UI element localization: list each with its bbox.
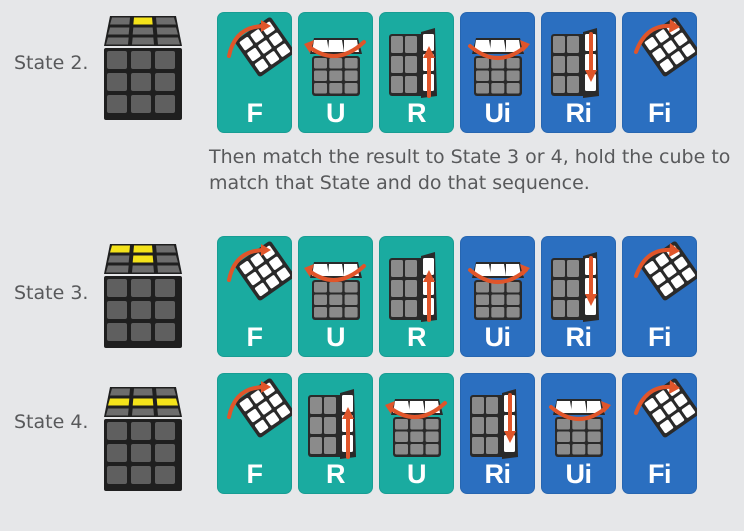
move-card-fi: Fi: [622, 373, 697, 494]
move-card-f: F: [217, 12, 292, 133]
move-card-ui: Ui: [460, 236, 535, 357]
move-card-ui: Ui: [460, 12, 535, 133]
state-3-label: State 3.: [14, 282, 89, 304]
move-label: U: [407, 459, 427, 489]
move-label: Ri: [565, 322, 593, 352]
move-card-ui: Ui: [541, 373, 616, 494]
move-label: Fi: [648, 322, 672, 352]
state-2-cube-icon: [96, 12, 192, 128]
instruction-note: Then match the result to State 3 or 4, h…: [209, 146, 731, 194]
state-3-moves: F U R Ui Ri Fi: [217, 236, 697, 357]
move-card-fi: Fi: [622, 12, 697, 133]
move-card-r: R: [298, 373, 373, 494]
move-card-u: U: [298, 12, 373, 133]
state-3-cube-icon: [96, 240, 192, 356]
move-label: Ui: [484, 98, 512, 128]
move-label: U: [326, 322, 346, 352]
move-card-ri: Ri: [541, 12, 616, 133]
move-label: Ri: [565, 98, 593, 128]
move-label: F: [246, 98, 264, 128]
move-card-ri: Ri: [460, 373, 535, 494]
move-card-f: F: [217, 373, 292, 494]
move-card-fi: Fi: [622, 236, 697, 357]
state-4-moves: F R U Ri Ui Fi: [217, 373, 697, 494]
move-label: Ui: [565, 459, 593, 489]
move-label: Ui: [484, 322, 512, 352]
move-label: F: [246, 322, 264, 352]
state-4-label: State 4.: [14, 411, 89, 433]
move-card-ri: Ri: [541, 236, 616, 357]
state-2-moves: F U R Ui Ri Fi: [217, 12, 697, 133]
move-card-u: U: [379, 373, 454, 494]
move-label: Fi: [648, 459, 672, 489]
move-label: F: [246, 459, 264, 489]
move-card-u: U: [298, 236, 373, 357]
move-label: R: [407, 322, 427, 352]
move-label: R: [326, 459, 346, 489]
move-label: U: [326, 98, 346, 128]
move-card-r: R: [379, 236, 454, 357]
move-label: R: [407, 98, 427, 128]
move-card-f: F: [217, 236, 292, 357]
state-2-label: State 2.: [14, 52, 89, 74]
move-label: Ri: [484, 459, 512, 489]
move-card-r: R: [379, 12, 454, 133]
move-label: Fi: [648, 98, 672, 128]
state-4-cube-icon: [96, 383, 192, 499]
